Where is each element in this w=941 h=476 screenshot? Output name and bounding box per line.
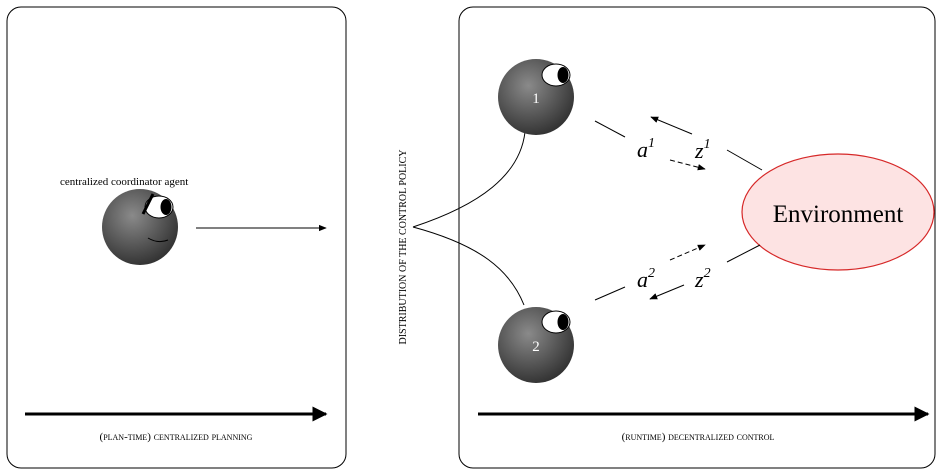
coordinator-agent-label: centralized coordinator agent bbox=[60, 176, 188, 188]
runtime-label: (runtime) decentralized control bbox=[622, 431, 775, 443]
observation-2-label: z2 bbox=[694, 266, 711, 292]
environment-label: Environment bbox=[773, 201, 904, 228]
distribution-curve-agent-1 bbox=[412, 131, 526, 228]
right-panel-frame bbox=[458, 6, 936, 469]
left-panel-frame bbox=[6, 6, 347, 469]
action-1-arrow bbox=[669, 159, 706, 171]
environment-node bbox=[741, 153, 935, 271]
observation-2-line-end bbox=[726, 244, 761, 263]
distribution-label: DISTRIBUTION OF THE CONTROL POLICY bbox=[398, 150, 409, 345]
plan-time-label: (plan-time) centralized planning bbox=[100, 431, 253, 443]
action-2-label: a2 bbox=[637, 266, 655, 292]
observation-1-arrow bbox=[650, 116, 693, 135]
observation-2-arrow bbox=[649, 284, 685, 300]
action-1-label: a1 bbox=[637, 136, 655, 162]
observation-1-label: z1 bbox=[694, 137, 711, 163]
agent-2-number: 2 bbox=[532, 339, 540, 355]
agent-1-number: 1 bbox=[532, 91, 540, 107]
observation-1-line-end bbox=[726, 149, 763, 171]
action-2-line-start bbox=[594, 286, 626, 301]
action-2-arrow bbox=[669, 244, 706, 261]
agent-2-icon bbox=[498, 307, 574, 383]
action-1-line-start bbox=[594, 120, 626, 138]
coordinator-agent-icon bbox=[102, 189, 178, 265]
agent-1-icon bbox=[498, 59, 574, 135]
distribution-curve-agent-2 bbox=[412, 226, 525, 306]
